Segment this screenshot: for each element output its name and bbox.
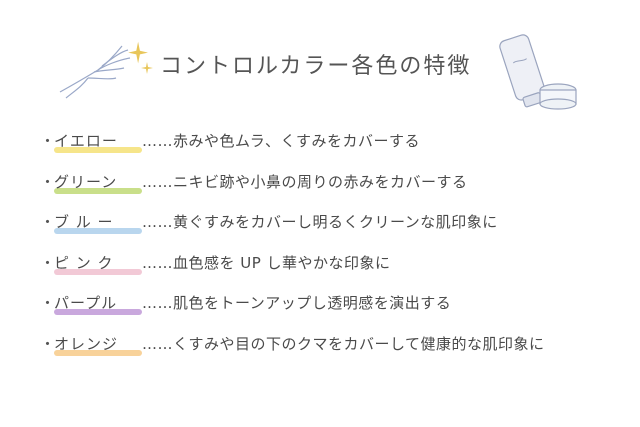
bullet: ・ [40, 253, 56, 272]
color-name: グリーン [54, 171, 142, 194]
color-highlight [54, 228, 142, 234]
list-item: ・ ピ ン ク ……血色感を UP し華やかな印象に [40, 252, 620, 293]
page-title: コントロルカラー各色の特徴 [160, 54, 472, 79]
color-description: ……黄ぐすみをカバーし明るくクリーンな肌印象に [142, 213, 498, 231]
hand-illustration-icon [59, 45, 131, 99]
list-item: ・ ブ ル ー ……黄ぐすみをカバーし明るくクリーンな肌印象に [40, 211, 620, 252]
color-name-text: イエロー [54, 132, 118, 150]
list-item: ・ オレンジ ……くすみや目の下のクマをカバーして健康的な肌印象に [40, 333, 620, 374]
bullet: ・ [40, 172, 56, 191]
color-name: パープル [54, 292, 142, 315]
color-description: ……血色感を UP し華やかな印象に [142, 253, 391, 272]
header: コントロルカラー各色の特徴 [0, 0, 640, 110]
color-highlight [54, 147, 142, 153]
color-highlight [54, 268, 142, 275]
bullet: ・ [40, 132, 56, 150]
color-name-text: オレンジ [54, 334, 119, 353]
color-name-text: グリーン [54, 172, 118, 191]
bullet: ・ [40, 213, 56, 231]
bullet: ・ [40, 334, 56, 353]
color-name: イエロー [54, 130, 142, 153]
color-description: ……ニキビ跡や小鼻の周りの赤みをカバーする [142, 172, 468, 191]
bullet: ・ [40, 294, 56, 312]
color-description: ……くすみや目の下のクマをカバーして健康的な肌印象に [142, 334, 545, 353]
color-name: オレンジ [54, 333, 142, 356]
list-item: ・ イエロー ……赤みや色ムラ、くすみをカバーする [40, 130, 620, 171]
color-name: ピ ン ク [54, 252, 142, 275]
color-feature-list: ・ イエロー ……赤みや色ムラ、くすみをカバーする ・ グリーン ……ニキビ跡や… [40, 130, 620, 373]
color-highlight [54, 349, 142, 356]
list-item: ・ グリーン ……ニキビ跡や小鼻の周りの赤みをカバーする [40, 171, 620, 212]
color-name: ブ ル ー [54, 211, 142, 234]
cosmetic-tube-jar-icon [499, 34, 577, 110]
list-item: ・ パープル ……肌色をトーンアップし透明感を演出する [40, 292, 620, 333]
color-name-text: パープル [54, 294, 118, 312]
color-highlight [54, 187, 142, 194]
sparkle-icon [128, 41, 153, 74]
color-name-text: ブ ル ー [54, 213, 114, 231]
color-highlight [54, 309, 142, 315]
color-name-text: ピ ン ク [54, 253, 114, 272]
color-description: ……肌色をトーンアップし透明感を演出する [142, 294, 452, 312]
color-description: ……赤みや色ムラ、くすみをカバーする [142, 132, 420, 150]
